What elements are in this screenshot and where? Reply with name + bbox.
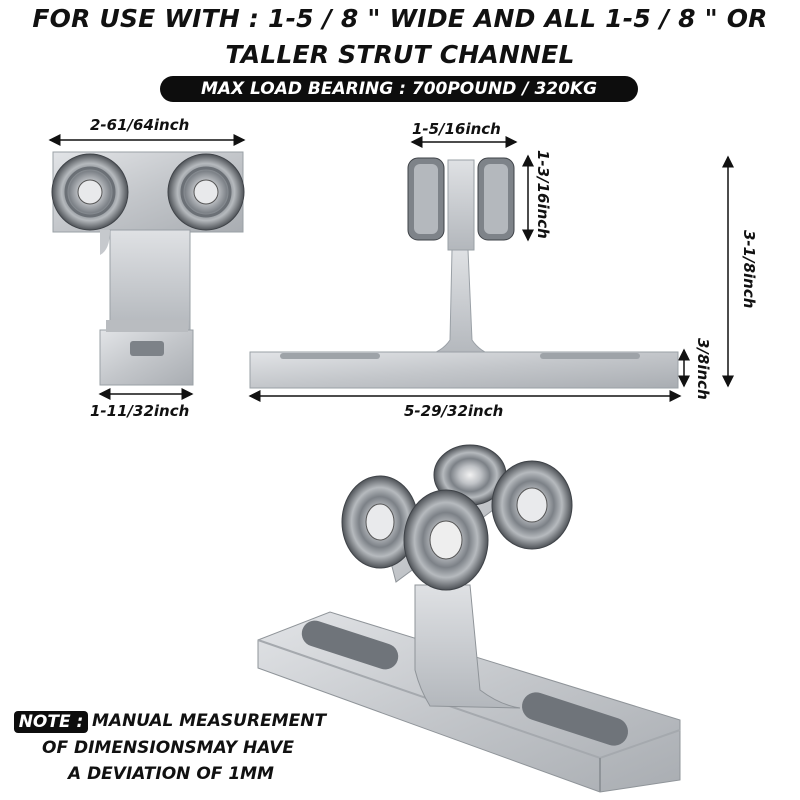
dimension-plate-thickness: 3/8inch xyxy=(694,338,712,400)
note-line-2: OF DIMENSIONSMAY HAVE xyxy=(42,738,295,758)
bearing-icon xyxy=(51,153,129,231)
side-view-drawing xyxy=(48,134,246,400)
bearing-icon xyxy=(167,153,245,231)
note-line-3: A DEVIATION OF 1MM xyxy=(68,764,274,784)
dimension-plate-length: 5-29/32inch xyxy=(404,402,504,420)
bearing-icon xyxy=(341,475,419,569)
front-view-drawing xyxy=(248,136,734,402)
dimension-side-width: 2-61/64inch xyxy=(90,116,190,134)
note-line-1: MANUAL MEASUREMENT xyxy=(92,711,327,731)
note-tag: NOTE : xyxy=(14,711,88,733)
title-line-2: TALLER STRUT CHANNEL xyxy=(225,40,575,69)
dimension-total-height: 3-1/8inch xyxy=(740,230,758,309)
dimension-wheel-width: 1-5/16inch xyxy=(412,120,501,138)
bearing-icon xyxy=(403,489,489,591)
title-line-1: FOR USE WITH : 1-5 / 8 " WIDE AND ALL 1-… xyxy=(32,4,768,33)
trolley-3d-photo xyxy=(257,444,681,793)
dimension-side-base: 1-11/32inch xyxy=(90,402,190,420)
bearing-icon xyxy=(491,460,573,550)
max-load-badge: MAX LOAD BEARING : 700POUND / 320KG xyxy=(160,76,638,102)
dimension-wheel-height: 1-3/16inch xyxy=(534,150,552,239)
